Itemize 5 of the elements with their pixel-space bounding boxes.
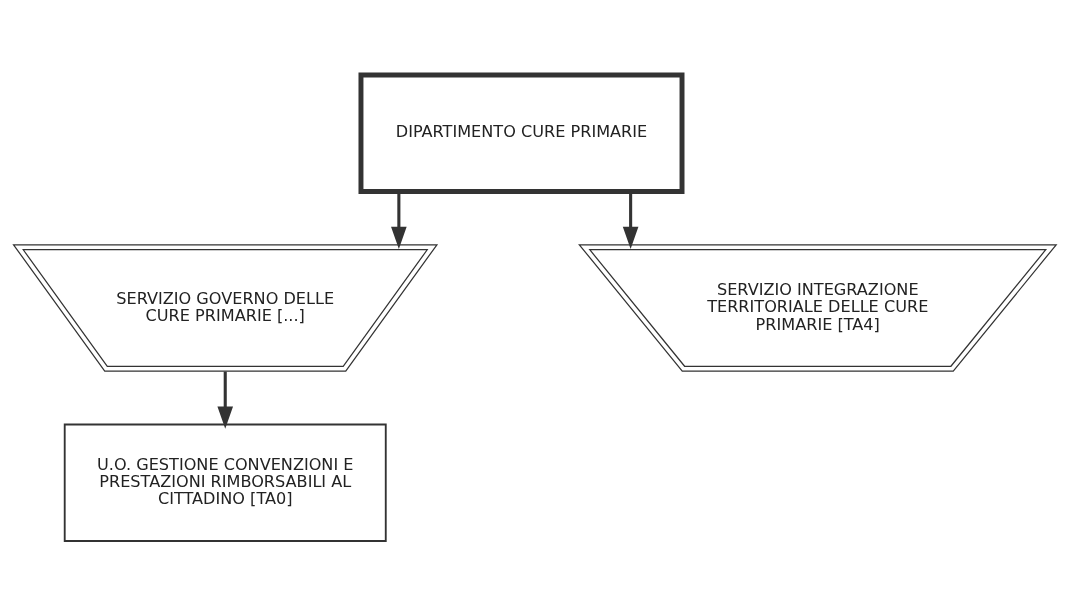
node-box: DIPARTIMENTO CURE PRIMARIE: [358, 72, 685, 194]
node-box: U.O. GESTIONE CONVENZIONI E PRESTAZIONI RIMBORSABILI AL CITTADINO [TA0]: [63, 423, 387, 542]
arrow: [622, 191, 639, 250]
arrow: [217, 371, 234, 429]
arrow: [391, 191, 407, 250]
